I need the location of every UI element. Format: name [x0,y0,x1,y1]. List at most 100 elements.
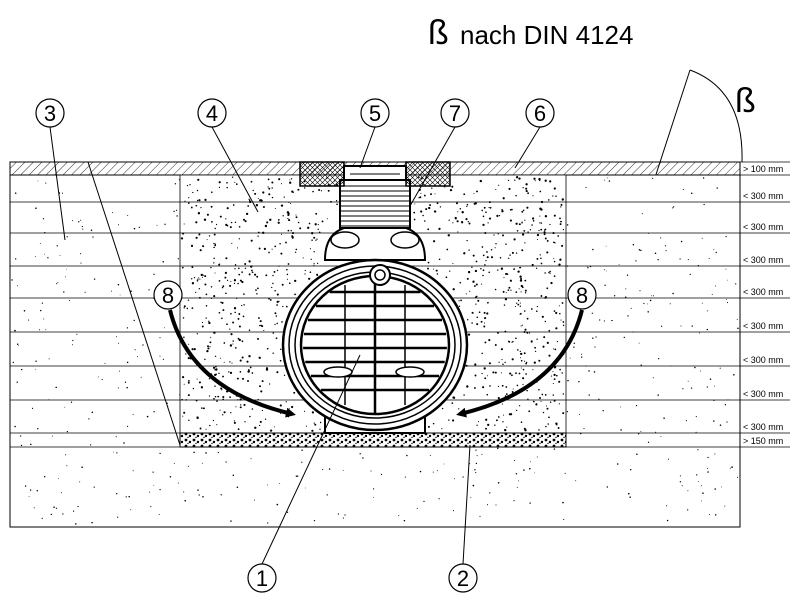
backfill-speck [241,304,243,307]
backfill-speck [205,293,208,296]
soil-speck [725,236,727,238]
soil-speck [127,425,129,427]
soil-speck [726,302,729,304]
backfill-speck [266,221,269,224]
backfill-speck [185,353,187,355]
backfill-speck [258,247,261,250]
soil-speck [91,521,93,524]
backfill-speck [505,291,507,294]
soil-speck [156,224,158,226]
backfill-speck [481,209,483,212]
backfill-speck [196,189,199,192]
backfill-speck [192,191,194,194]
backfill-speck [549,270,551,273]
soil-speck [81,466,83,468]
backfill-speck [201,276,203,278]
backfill-speck [424,220,426,222]
backfill-speck [556,341,559,343]
backfill-speck [425,208,428,211]
backfill-speck [497,416,500,418]
backfill-speck [513,238,516,241]
backfill-speck [477,421,480,423]
soil-speck [625,288,627,290]
backfill-speck [290,202,292,204]
backfill-speck [208,235,211,237]
backfill-speck [276,371,279,374]
backfill-speck [264,224,268,228]
backfill-speck [294,251,297,253]
backfill-speck [535,403,538,406]
backfill-speck [203,218,207,221]
soil-speck [679,481,682,483]
soil-speck [75,523,77,525]
title: ß nach DIN 4124 [428,14,633,52]
soil-speck [564,472,566,474]
soil-speck [658,357,660,360]
backfill-speck [550,375,553,377]
backfill-speck [254,192,257,195]
backfill-speck [256,275,259,278]
soil-speck [23,310,26,312]
backfill-speck [249,366,252,369]
backfill-speck [228,371,230,373]
soil-speck [735,283,737,285]
backfill-speck [494,288,497,291]
soil-speck [702,177,705,179]
backfill-speck [487,423,490,427]
backfill-speck [507,340,510,343]
soil-speck [638,433,640,435]
soil-speck [643,302,645,305]
backfill-speck [521,210,524,213]
soil-speck [611,320,613,322]
backfill-speck [219,357,221,359]
soil-speck [29,489,32,491]
backfill-speck [314,423,317,426]
backfill-speck [241,377,245,380]
backfill-speck [546,239,549,242]
backfill-speck [230,221,233,224]
soil-speck [486,504,489,506]
soil-speck [362,457,364,459]
backfill-speck [190,278,193,280]
backfill-speck [274,312,277,315]
title-beta-symbol: ß [428,14,449,52]
backfill-speck [493,234,495,236]
backfill-speck [509,279,512,282]
soil-speck [184,499,186,502]
soil-speck [254,499,255,501]
backfill-speck [276,269,279,272]
backfill-speck [229,396,231,398]
backfill-speck [220,301,222,304]
soil-speck [438,498,440,500]
callout-6: 6 [525,98,555,128]
backfill-speck [546,251,549,254]
soil-speck [667,458,670,460]
backfill-speck [196,333,198,335]
backfill-speck [553,214,556,217]
backfill-speck [234,181,236,183]
soil-speck [680,240,683,243]
soil-speck [322,469,324,471]
backfill-speck [195,221,198,224]
soil-speck [660,436,662,438]
backfill-speck [229,328,231,330]
backfill-speck [508,187,511,190]
backfill-speck [183,336,185,338]
soil-speck [479,515,481,517]
soil-speck [706,328,709,331]
backfill-speck [484,322,486,324]
backfill-speck [509,219,512,222]
backfill-speck [546,407,549,410]
backfill-speck [234,311,236,314]
backfill-speck [287,213,290,217]
backfill-speck [251,271,254,274]
backfill-speck [238,325,241,328]
backfill-speck [562,324,565,327]
backfill-speck [188,197,190,199]
soil-speck [706,310,708,312]
backfill-speck [502,290,505,293]
backfill-speck [316,262,319,265]
soil-speck [713,249,715,251]
soil-speck [453,478,455,480]
backfill-speck [237,282,239,285]
